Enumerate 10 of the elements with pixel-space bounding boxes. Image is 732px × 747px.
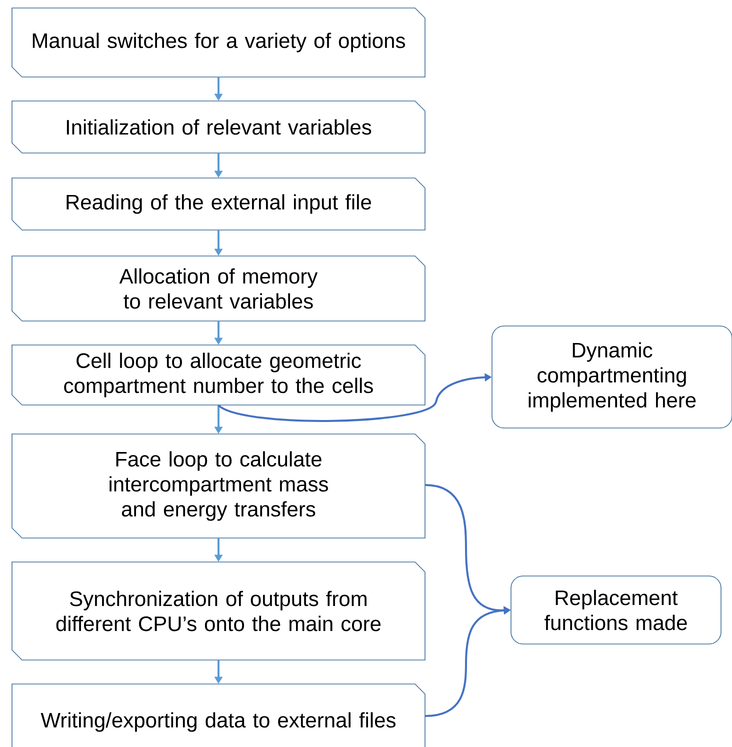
note-box: Dynamic compartmenting implemented here [492, 326, 732, 428]
process-box: Cell loop to allocate geometric compartment number to the cells [12, 344, 426, 406]
process-box: Allocation of memory to relevant variables [12, 256, 426, 322]
process-box: Writing/exporting data to external files [12, 684, 426, 747]
note-box: Replacement functions made [510, 576, 722, 644]
process-box: Face loop to calculate intercompartment mass and energy transfers [12, 434, 426, 538]
process-box: Manual switches for a variety of options [12, 8, 426, 78]
process-box: Initialization of relevant variables [12, 100, 426, 154]
process-box: Reading of the external input file [12, 178, 426, 230]
process-box: Synchronization of outputs from different CPU’s onto the main core [12, 562, 426, 660]
